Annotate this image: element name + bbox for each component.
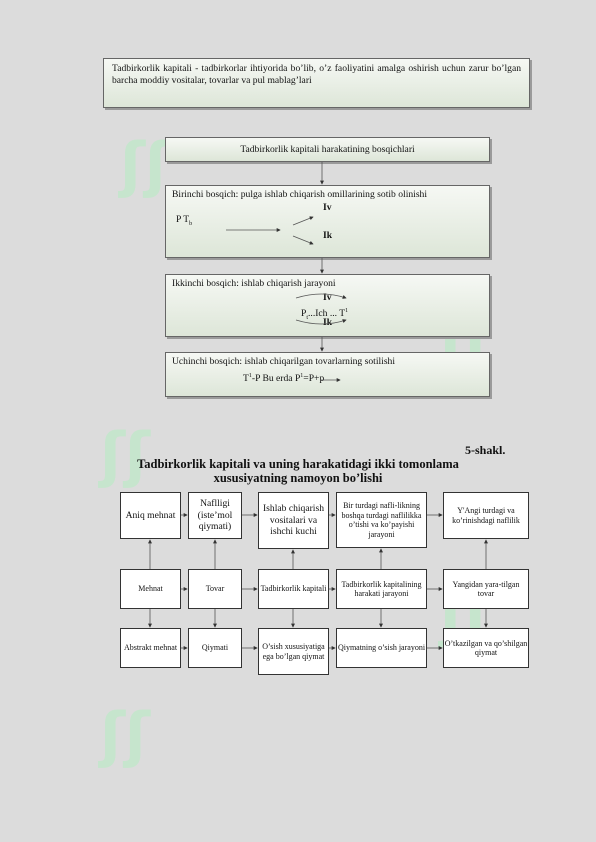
box-kapital-harakati: Tadbirkorlik kapitalining harakati jaray…: [336, 569, 427, 609]
stage1-box: Birinchi bosqich: pulga ishlab chiqarish…: [165, 185, 490, 258]
stage3-text: Uchinchi bosqich: ishlab chiqarilgan tov…: [172, 356, 396, 367]
box-yangi-naflilik: Y'Angi turdagi va ko’rinishdagi naflilik: [443, 492, 529, 539]
stage3-formula: T1-P Bu erda P1=P+p: [243, 370, 324, 385]
stage2-box: Ikkinchi bosqich: ishlab chiqarish jaray…: [165, 274, 490, 337]
stage1-ik: Ik: [323, 230, 333, 241]
watermark-logo: ʃʃ: [120, 130, 170, 200]
stage2-formula-mid: ...Ich ... T: [308, 308, 346, 320]
stage3-formula-b: -P Bu erda P: [251, 373, 301, 385]
definition-text: Tadbirkorlik kapitali - tadbirkorlar iht…: [112, 63, 521, 86]
stage2-ik: Ik: [323, 317, 333, 328]
box-tovar: Tovar: [188, 569, 242, 609]
stage1-formula-sub: b: [189, 220, 193, 227]
stage3-box: Uchinchi bosqich: ishlab chiqarilgan tov…: [165, 352, 490, 397]
box-qiymati: Qiymati: [188, 628, 242, 668]
stage2-iv: Iv: [323, 292, 332, 303]
box-qiymat-osish: Qiymatning o’sish jarayoni: [336, 628, 427, 668]
definition-box: Tadbirkorlik kapitali - tadbirkorlar iht…: [103, 58, 530, 108]
arrow-arc: [295, 293, 347, 299]
box-ishlab-chiqarish-vositalari: Ishlab chiqarish vositalari va ishchi ku…: [258, 492, 329, 549]
box-tadbirkorlik-kapitali: Tadbirkorlik kapitali: [258, 569, 329, 609]
stage2-formula: Pt...Ich ... T1: [301, 305, 348, 324]
stage1-formula: P Tb: [176, 214, 192, 230]
box-otkazilgan-qiymat: O’tkazilgan va qo’shilgan qiymat: [443, 628, 529, 668]
box-aniq-mehnat: Aniq mehnat: [120, 492, 181, 539]
box-abstrakt-mehnat: Abstrakt mehnat: [120, 628, 181, 668]
figure-number: 5-shakl.: [465, 443, 506, 457]
stages-title: Tadbirkorlik kapitali harakatining bosqi…: [240, 144, 415, 155]
arrow-up-right: [292, 216, 314, 226]
stage2-formula-sub: t: [306, 315, 309, 322]
box-yangi-tovar: Yangidan yara-tilgan tovar: [443, 569, 529, 609]
stages-title-box: Tadbirkorlik kapitali harakatining bosqi…: [165, 137, 490, 162]
watermark-logo: ʃʃ: [100, 700, 150, 770]
box-naflligi: Naflligi (iste’mol qiymati): [188, 492, 242, 539]
box-osish-qiymat: O’sish xususiyatiga ega bo’lgan qiymat: [258, 628, 329, 675]
stage3-formula-c: =P+p: [303, 373, 325, 385]
watermark-logo: ʃʃ: [100, 420, 150, 490]
arrow-down-right: [292, 235, 314, 245]
stage1-text: Birinchi bosqich: pulga ishlab chiqarish…: [172, 189, 428, 200]
stage2-formula-sup: 1: [345, 308, 349, 314]
arrow-arc: [295, 319, 347, 325]
box-mehnat: Mehnat: [120, 569, 181, 609]
stage2-text: Ikkinchi bosqich: ishlab chiqarish jaray…: [172, 278, 336, 289]
stage1-formula-text: P T: [176, 214, 190, 225]
stage3-formula-a: T: [243, 373, 249, 385]
stage3-formula-a-sup: 1: [248, 373, 252, 379]
figure-title-line1: Tadbirkorlik kapitali va uning harakatid…: [137, 457, 459, 471]
box-naflilik-otishi: Bir turdagi nafli-likning boshqa turdagi…: [336, 492, 427, 548]
figure-title-line2: xususiyatning namoyon bo’lishi: [213, 471, 383, 485]
stage1-iv: Iv: [323, 202, 332, 213]
stage3-formula-b-sup: 1: [300, 373, 304, 379]
stage2-formula-p: P: [301, 308, 307, 320]
